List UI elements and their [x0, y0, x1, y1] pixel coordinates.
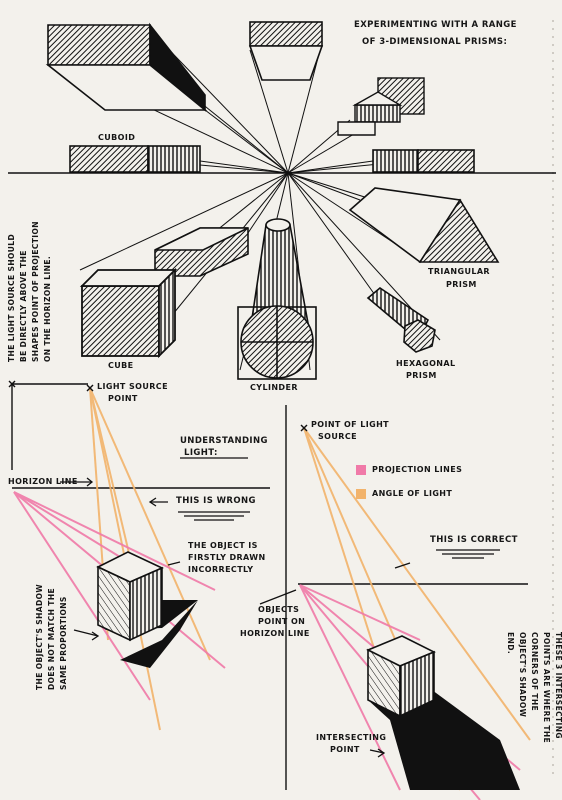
light-source-point-label-2: POINT — [108, 394, 138, 403]
light-source-rule-line-2: BE DIRECTLY ABOVE THE — [19, 250, 28, 362]
cube-label: CUBE — [108, 361, 134, 370]
slab-center-left — [154, 227, 249, 277]
projection-swatch — [356, 464, 366, 475]
triangular-prism-label-1: TRIANGULAR — [428, 267, 490, 276]
legend-label: ANGLE OF LIGHT — [372, 489, 453, 498]
objects-point-3: HORIZON LINE — [240, 629, 310, 638]
understanding-heading-2: LIGHT: — [184, 448, 218, 458]
triangular-prism-shape — [348, 187, 500, 264]
cylinder-label: CYLINDER — [250, 383, 298, 392]
point-of-light-label-1: POINT OF LIGHT — [311, 420, 390, 429]
light-source-rule-line-4: ON THE HORIZON LINE. — [43, 255, 52, 362]
correct-label: THIS IS CORRECT — [430, 535, 518, 545]
corners-note-4: OBJECT'S SHADOW — [518, 632, 527, 718]
cuboid-label: CUBOID — [98, 133, 136, 142]
shadow-note-1: THE OBJECT'S SHADOW — [35, 583, 44, 690]
cuboid-right — [372, 149, 475, 173]
legend-angle-of-light: ANGLE OF LIGHT — [356, 488, 452, 499]
corners-note-1: THESE 3 INTERSECTING — [554, 632, 562, 739]
drawn-incorrectly-2: FIRSTLY DRAWN — [188, 553, 266, 562]
drawn-incorrectly-1: THE OBJECT IS — [188, 541, 258, 550]
intersecting-point-2: POINT — [330, 745, 360, 754]
corners-note-2: POINTS ARE WHERE THE — [542, 632, 551, 744]
hexagonal-prism-label-1: HEXAGONAL — [396, 359, 456, 368]
page-title-line-2: OF 3-DIMENSIONAL PRISMS: — [362, 37, 508, 47]
horizon-line-label: HORIZON LINE — [8, 477, 78, 486]
annotation-marks — [60, 457, 500, 758]
hexagonal-prism-label-2: PRISM — [406, 371, 437, 380]
cuboid-left — [69, 145, 201, 173]
light-source-marks — [8, 380, 308, 432]
legend-projection-lines: PROJECTION LINES — [356, 464, 462, 475]
cuboid-top-left — [45, 22, 208, 112]
cylinder-shape — [237, 218, 317, 380]
corners-note-3: CORNERS OF THE — [530, 632, 539, 712]
cube-shape — [79, 267, 178, 359]
point-of-light-label-2: SOURCE — [318, 432, 357, 441]
light-source-point-label-1: LIGHT SOURCE — [97, 382, 168, 391]
understanding-heading-1: UNDERSTANDING — [180, 436, 268, 446]
light-source-rule-line-3: SHAPES POINT OF PROJECTION — [31, 221, 40, 362]
objects-point-1: OBJECTS — [258, 605, 300, 614]
intersecting-point-1: INTERSECTING — [316, 733, 387, 742]
lower-left-section — [12, 387, 270, 731]
legend-label: PROJECTION LINES — [372, 465, 463, 474]
triangular-prism-label-2: PRISM — [446, 280, 477, 289]
hexagonal-prism-shape — [366, 287, 436, 353]
wrong-label: THIS IS WRONG — [176, 496, 256, 506]
page-title-line-1: EXPERIMENTING WITH A RANGE — [354, 20, 517, 30]
angle-swatch — [356, 488, 366, 499]
shadow-note-3: SAME PROPORTIONS — [59, 596, 68, 690]
cuboid-top-right — [337, 77, 425, 136]
objects-point-2: POINT ON — [258, 617, 306, 626]
corners-note-5: END. — [506, 632, 515, 655]
shadow-note-2: DOES NOT MATCH THE — [47, 587, 56, 690]
lower-right-section — [298, 427, 531, 800]
prism-top-center — [248, 21, 324, 81]
light-source-rule-line-1: THE LIGHT SOURCE SHOULD — [7, 233, 16, 362]
drawn-incorrectly-3: INCORRECTLY — [188, 565, 254, 574]
